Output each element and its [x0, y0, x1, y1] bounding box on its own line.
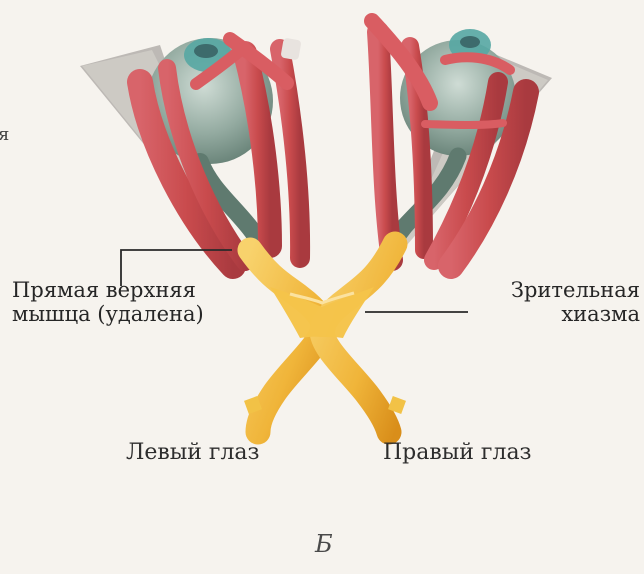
optic-chiasm-label: Зрительная хиазма	[474, 278, 640, 326]
left-muscle-label: Прямая верхняя мышца (удалена)	[12, 278, 204, 326]
optic-chiasm-structure	[244, 244, 406, 432]
right-eye-caption: Правый глаз	[383, 440, 532, 465]
left-eye-caption: Левый глаз	[126, 440, 260, 465]
cropped-label-fragment: я	[0, 124, 9, 145]
panel-label: Б	[315, 530, 333, 558]
